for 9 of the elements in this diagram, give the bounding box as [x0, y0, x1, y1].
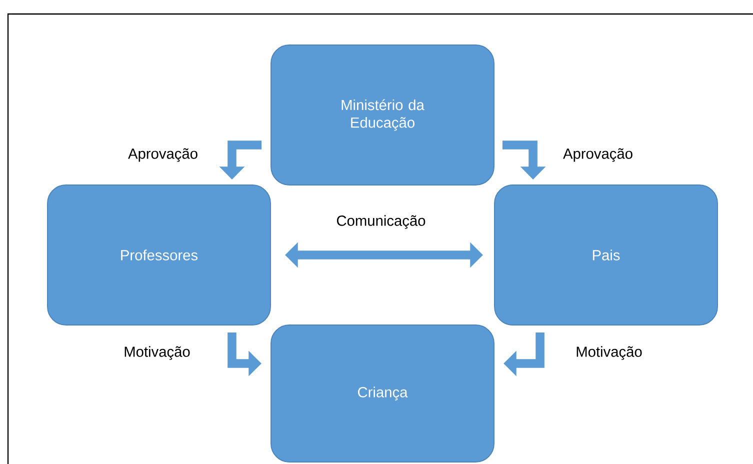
edge-label: Motivação	[122, 344, 192, 362]
edge-label: Aprovação	[126, 147, 200, 163]
process-box: Professores	[47, 184, 271, 326]
process-box: Ministério da Educação	[270, 44, 494, 186]
edge-label: Comunicação	[335, 214, 427, 230]
edge-label: Aprovação	[562, 147, 634, 163]
edge-label: Motivação	[574, 344, 644, 362]
process-box: Pais	[494, 184, 718, 326]
process-box: Criança	[270, 324, 494, 462]
